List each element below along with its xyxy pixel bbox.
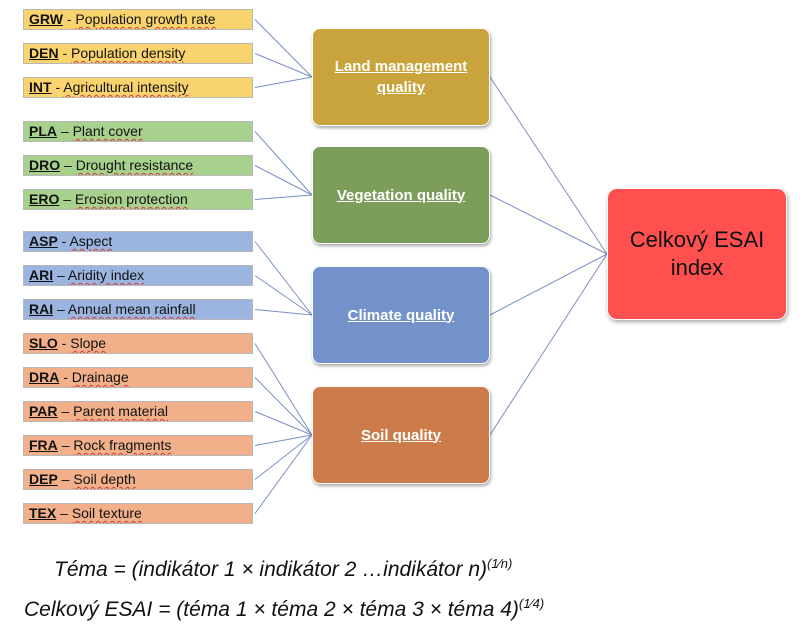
indicator-description: Aridity index: [67, 267, 145, 283]
theme-formula-exponent: (1⁄n): [487, 556, 513, 571]
connector-tex: [254, 434, 313, 514]
indicator-dra: DRA - Drainage: [23, 367, 253, 388]
indicator-int: INT - Agricultural intensity: [23, 77, 253, 98]
connector-theme-soil: [489, 253, 608, 436]
indicator-separator: -: [51, 79, 64, 95]
indicator-separator: –: [53, 267, 68, 283]
connector-theme-veg: [489, 194, 608, 255]
connector-dep: [254, 434, 313, 480]
theme-box-veg: Vegetation quality: [312, 146, 490, 244]
indicator-description: Erosion protection: [74, 191, 188, 207]
indicator-code: DEN: [29, 45, 59, 61]
indicator-description: Soil texture: [71, 505, 142, 521]
esai-formula-text: Celkový ESAI = (téma 1 × téma 2 × téma 3…: [24, 598, 519, 621]
connector-dro: [254, 165, 313, 196]
indicator-description: Slope: [70, 335, 107, 351]
indicator-separator: –: [57, 437, 74, 453]
connector-par: [254, 411, 313, 436]
indicator-description: Population growth rate: [75, 11, 216, 27]
connector-den: [254, 53, 313, 78]
indicator-description: Rock fragments: [73, 437, 172, 453]
connector-int: [254, 76, 313, 88]
connector-theme-climate: [489, 253, 608, 316]
indicator-dep: DEP – Soil depth: [23, 469, 253, 490]
indicator-separator: -: [57, 335, 71, 351]
indicator-code: ERO: [29, 191, 60, 207]
indicator-separator: –: [53, 301, 68, 317]
theme-formula-text: Téma = (indikátor 1 × indikátor 2 …indik…: [54, 558, 488, 581]
indicator-description: Annual mean rainfall: [67, 301, 196, 317]
indicator-separator: -: [58, 45, 72, 61]
indicator-slo: SLO - Slope: [23, 333, 253, 354]
indicator-den: DEN - Population density: [23, 43, 253, 64]
indicator-code: DRA: [29, 369, 60, 385]
indicator-code: ARI: [29, 267, 54, 283]
connector-fra: [254, 434, 313, 446]
indicator-description: Drainage: [71, 369, 129, 385]
esai-formula-exponent: (1⁄4): [518, 596, 545, 611]
indicator-asp: ASP - Aspect: [23, 231, 253, 252]
indicator-ari: ARI – Aridity index: [23, 265, 253, 286]
esai-formula: Celkový ESAI = (téma 1 × téma 2 × téma 3…: [24, 596, 544, 622]
theme-box-land: Land management quality: [312, 28, 490, 126]
indicator-separator: -: [62, 11, 76, 27]
connector-pla: [254, 131, 313, 196]
indicator-rai: RAI – Annual mean rainfall: [23, 299, 253, 320]
theme-label: Climate quality: [347, 306, 455, 324]
indicator-code: INT: [29, 79, 52, 95]
connector-theme-land: [489, 76, 608, 255]
theme-label: Soil quality: [360, 426, 441, 444]
indicator-code: SLO: [29, 335, 58, 351]
indicator-separator: –: [59, 191, 75, 207]
theme-formula: Téma = (indikátor 1 × indikátor 2 …indik…: [54, 556, 512, 582]
indicator-description: Drought resistance: [75, 157, 194, 173]
indicator-code: TEX: [29, 505, 57, 521]
final-esai-label: Celkový ESAI index: [629, 227, 765, 280]
connector-rai: [254, 309, 313, 316]
connector-slo: [254, 343, 313, 436]
indicator-description: Aspect: [69, 233, 113, 249]
indicator-code: DRO: [29, 157, 61, 173]
connector-asp: [254, 241, 313, 316]
indicator-description: Population density: [71, 45, 186, 61]
theme-box-soil: Soil quality: [312, 386, 490, 484]
indicator-dro: DRO – Drought resistance: [23, 155, 253, 176]
indicator-code: PAR: [29, 403, 58, 419]
theme-label: Land management quality: [334, 58, 468, 96]
indicator-code: GRW: [29, 11, 63, 27]
indicator-code: ASP: [29, 233, 58, 249]
indicator-grw: GRW - Population growth rate: [23, 9, 253, 30]
final-esai-box: Celkový ESAI index: [607, 188, 787, 320]
indicator-tex: TEX – Soil texture: [23, 503, 253, 524]
indicator-code: RAI: [29, 301, 54, 317]
theme-box-climate: Climate quality: [312, 266, 490, 364]
connector-ari: [254, 275, 313, 316]
theme-label: Vegetation quality: [336, 186, 466, 204]
connector-dra: [254, 377, 313, 436]
indicator-separator: –: [57, 403, 74, 419]
indicator-par: PAR – Parent material: [23, 401, 253, 422]
indicator-pla: PLA – Plant cover: [23, 121, 253, 142]
indicator-separator: –: [56, 505, 72, 521]
indicator-separator: –: [57, 471, 74, 487]
connector-ero: [254, 194, 313, 200]
indicator-code: DEP: [29, 471, 58, 487]
indicator-description: Agricultural intensity: [63, 79, 189, 95]
indicator-separator: -: [59, 369, 72, 385]
indicator-code: FRA: [29, 437, 58, 453]
indicator-code: PLA: [29, 123, 57, 139]
connector-grw: [254, 19, 313, 78]
indicator-fra: FRA – Rock fragments: [23, 435, 253, 456]
indicator-separator: -: [57, 233, 70, 249]
indicator-separator: –: [60, 157, 76, 173]
indicator-description: Parent material: [73, 403, 169, 419]
indicator-ero: ERO – Erosion protection: [23, 189, 253, 210]
indicator-description: Soil depth: [73, 471, 136, 487]
indicator-separator: –: [57, 123, 73, 139]
indicator-description: Plant cover: [72, 123, 143, 139]
